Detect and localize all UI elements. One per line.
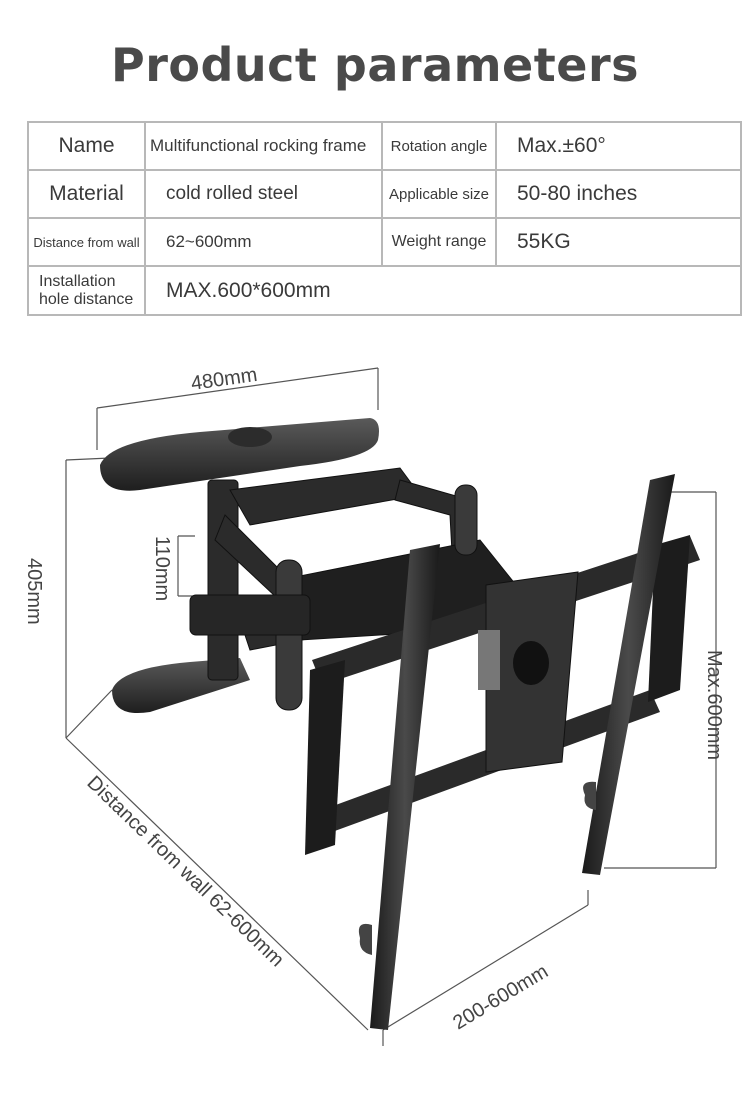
dim-vesa-height-label: Max.600mm [703, 650, 725, 760]
page-title: Product parameters [110, 38, 640, 92]
spec-value-distance: 62~600mm [144, 217, 383, 267]
spec-label-name: Name [27, 121, 146, 171]
dim-extension-label: Distance from wall 62-600mm [83, 772, 289, 972]
dim-height-label: 405mm [23, 558, 45, 625]
spec-label-hole-distance: Installation hole distance [27, 265, 146, 316]
table-row: Name Multifunctional rocking frame Rotat… [27, 121, 742, 171]
table-row: Distance from wall 62~600mm Weight range… [27, 217, 742, 267]
spec-label-weight: Weight range [381, 217, 497, 267]
spec-label-material: Material [27, 169, 146, 219]
spec-table: Name Multifunctional rocking frame Rotat… [27, 121, 742, 316]
spec-value-size: 50-80 inches [495, 169, 742, 219]
product-diagram: 480mm 405mm 110mm Max.600mm 200-600mm Di… [23, 364, 725, 1046]
table-row: Material cold rolled steel Applicable si… [27, 169, 742, 219]
spec-value-hole-distance: MAX.600*600mm [144, 265, 742, 316]
spec-label-rotation: Rotation angle [381, 121, 497, 171]
spec-value-material: cold rolled steel [144, 169, 383, 219]
spec-value-name: Multifunctional rocking frame [144, 121, 383, 171]
spec-label-size: Applicable size [381, 169, 497, 219]
tv-frame [305, 474, 700, 1030]
spec-label-distance: Distance from wall [27, 217, 146, 267]
table-row: Installation hole distance MAX.600*600mm [27, 265, 742, 316]
dimension-lines [65, 367, 717, 1046]
dim-vesa-width-label: 200-600mm [449, 960, 552, 1034]
dim-width-label: 480mm [190, 364, 259, 395]
spec-value-rotation: Max.±60° [495, 121, 742, 171]
spec-value-weight: 55KG [495, 217, 742, 267]
dim-arm-label: 110mm [151, 536, 173, 601]
